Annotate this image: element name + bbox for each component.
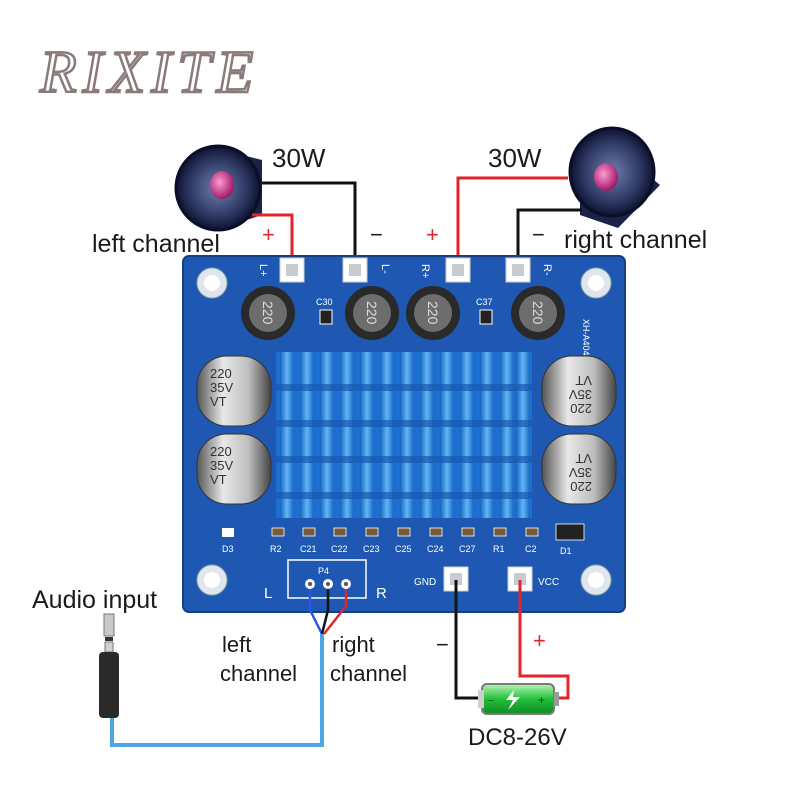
left-speaker-power: 30W	[272, 143, 326, 173]
left-plus-wire	[252, 213, 294, 268]
right-minus-wire	[516, 208, 582, 268]
right-minus-sign: −	[532, 222, 545, 247]
audio-input-label: Audio input	[32, 586, 157, 614]
input-l-label: L	[264, 585, 272, 602]
power-supply-label: DC8-26V	[468, 724, 567, 751]
battery-minus-mark: −	[488, 696, 494, 707]
label-d1: D1	[560, 546, 572, 556]
right-plus-sign: +	[426, 222, 439, 247]
label-d3: D3	[222, 544, 234, 554]
battery-plus-mark: +	[538, 693, 545, 707]
power-plus-sign: +	[533, 628, 546, 653]
power-vcc-wire	[518, 580, 570, 700]
cap-br-line3: VT	[575, 451, 592, 466]
smd-component-row	[222, 523, 585, 541]
cap-bl-line2: 35V	[210, 458, 233, 473]
right-speaker-power: 30W	[488, 143, 542, 173]
audio-left-line2: channel	[220, 661, 297, 686]
cap-tr-line3: VT	[575, 373, 592, 388]
label-c2: C2	[525, 544, 537, 554]
amplifier-board: L+ L- R+ R- 220 220 220 220 C30 C37 XH-A…	[182, 255, 626, 613]
heatsink	[276, 352, 532, 518]
label-c24: C24	[427, 544, 444, 554]
audio-right-line1: right	[332, 632, 375, 657]
audio-ground-wire	[320, 589, 330, 635]
audio-left-wire	[308, 589, 324, 635]
label-c23: C23	[363, 544, 380, 554]
right-channel-label: right channel	[564, 226, 707, 254]
label-p4: P4	[318, 566, 329, 576]
terminal-l-minus: L-	[379, 264, 391, 274]
label-c37: C37	[476, 297, 493, 307]
terminal-gnd: GND	[414, 577, 436, 588]
label-c21: C21	[300, 544, 317, 554]
brand-logo: RIXITE	[39, 39, 259, 105]
cap-br-line1: 220	[570, 479, 592, 494]
audio-jack-icon	[99, 613, 119, 718]
input-r-label: R	[376, 585, 387, 602]
terminal-r-plus: R+	[419, 264, 431, 278]
label-c30: C30	[316, 297, 333, 307]
left-minus-sign: −	[370, 222, 383, 247]
left-channel-label: left channel	[92, 230, 220, 258]
cap-tl-line3: VT	[210, 394, 227, 409]
cap-bl-line3: VT	[210, 472, 227, 487]
cap-br-line2: 35V	[569, 465, 592, 480]
audio-cable	[110, 634, 324, 747]
choke-3-value: 220	[425, 301, 441, 325]
label-c27: C27	[459, 544, 476, 554]
choke-4-value: 220	[530, 301, 546, 325]
label-c22: C22	[331, 544, 348, 554]
terminal-r-minus: R-	[541, 264, 553, 276]
choke-1-value: 220	[260, 301, 276, 325]
cap-tr-line2: 35V	[569, 387, 592, 402]
board-model: XH-A404	[581, 319, 591, 356]
choke-2-value: 220	[364, 301, 380, 325]
cap-tl-line1: 220	[210, 366, 232, 381]
audio-left-line1: left	[222, 632, 251, 657]
output-terminals	[279, 257, 531, 283]
inductor-chokes	[241, 286, 565, 340]
audio-right-line2: channel	[330, 661, 407, 686]
battery-icon: − +	[478, 683, 559, 715]
label-r1: R1	[493, 544, 505, 554]
power-gnd-wire	[454, 580, 484, 700]
left-plus-sign: +	[262, 222, 275, 247]
electrolytic-capacitors	[196, 355, 617, 505]
terminal-vcc: VCC	[538, 577, 559, 588]
left-speaker-icon	[174, 144, 262, 232]
right-speaker-icon	[568, 126, 660, 228]
cap-bl-line1: 220	[210, 444, 232, 459]
audio-right-wire	[323, 589, 348, 635]
label-c25: C25	[395, 544, 412, 554]
terminal-l-plus: L+	[257, 264, 269, 277]
right-plus-wire	[456, 176, 568, 268]
left-minus-wire	[262, 181, 357, 268]
mounting-hole-icon	[196, 267, 612, 596]
label-r2: R2	[270, 544, 282, 554]
cap-tl-line2: 35V	[210, 380, 233, 395]
power-minus-sign: −	[436, 632, 449, 657]
cap-tr-line1: 220	[570, 401, 592, 416]
